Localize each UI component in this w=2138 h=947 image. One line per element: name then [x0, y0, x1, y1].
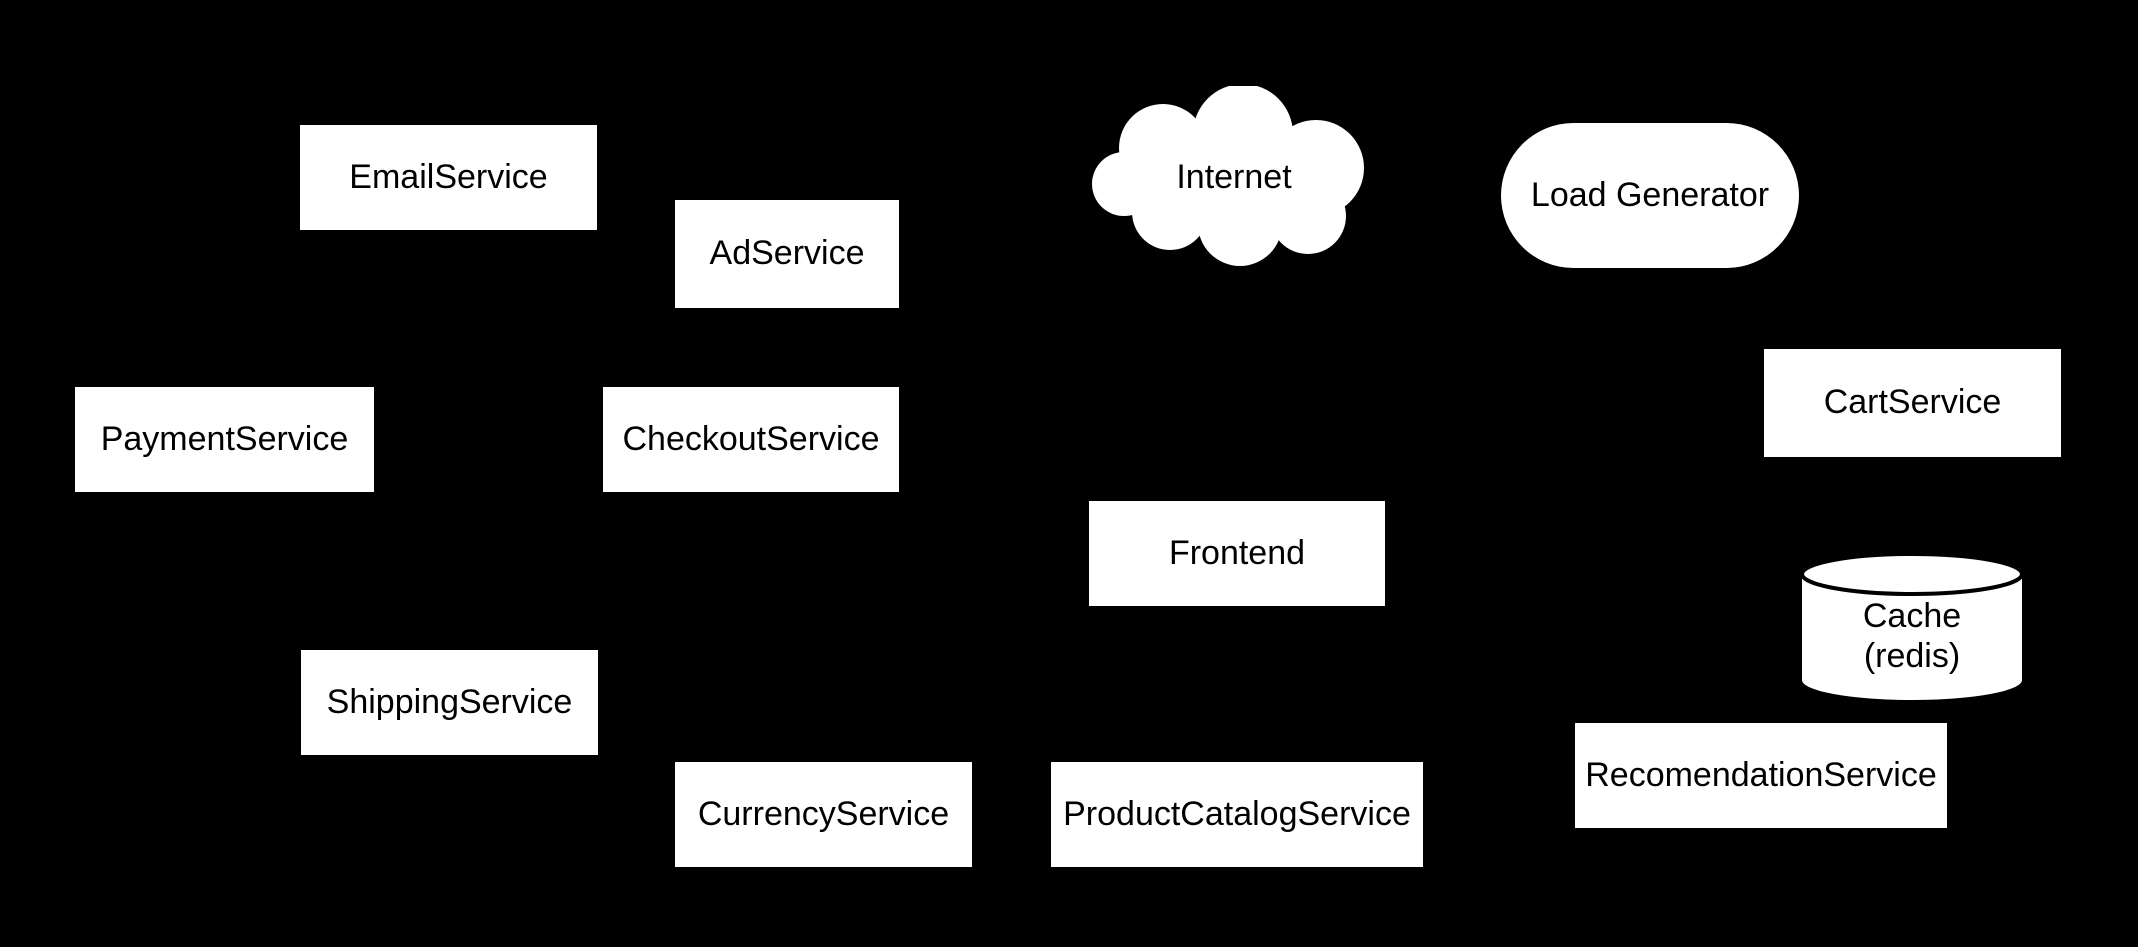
node-label: Internet — [1176, 158, 1292, 197]
node-label: RecomendationService — [1585, 755, 1937, 794]
node-cart-service: CartService — [1764, 349, 2061, 457]
node-load-generator: Load Generator — [1501, 123, 1799, 268]
node-product-catalog-service: ProductCatalogService — [1051, 762, 1423, 867]
database-cylinder-shape — [1800, 552, 2024, 700]
cache-label-line2: (redis) — [1863, 637, 1961, 675]
node-label: PaymentService — [100, 419, 349, 458]
node-label: AdService — [709, 234, 865, 273]
node-label: Frontend — [1168, 533, 1306, 572]
node-label: EmailService — [349, 157, 548, 196]
node-checkout-service: CheckoutService — [603, 387, 899, 492]
node-shipping-service: ShippingService — [301, 650, 598, 755]
node-ad-service: AdService — [675, 200, 899, 308]
node-label: CheckoutService — [622, 419, 880, 458]
node-cache-redis: Cache (redis) — [1800, 552, 2024, 702]
node-label: Load Generator — [1530, 175, 1770, 214]
node-label: CartService — [1823, 383, 2002, 422]
internet-cloud-shape — [1092, 86, 1364, 266]
node-recomendation-service: RecomendationService — [1575, 723, 1947, 828]
node-email-service: EmailService — [300, 125, 597, 230]
node-payment-service: PaymentService — [75, 387, 374, 492]
node-frontend: Frontend — [1089, 501, 1385, 606]
node-label: ProductCatalogService — [1063, 794, 1411, 833]
node-currency-service: CurrencyService — [675, 762, 972, 867]
node-label: Cache (redis) — [1863, 596, 1961, 676]
cache-label-line1: Cache — [1862, 597, 1962, 635]
node-internet: Internet — [1088, 86, 1380, 270]
node-label: ShippingService — [326, 682, 573, 721]
node-label: CurrencyService — [697, 794, 950, 833]
